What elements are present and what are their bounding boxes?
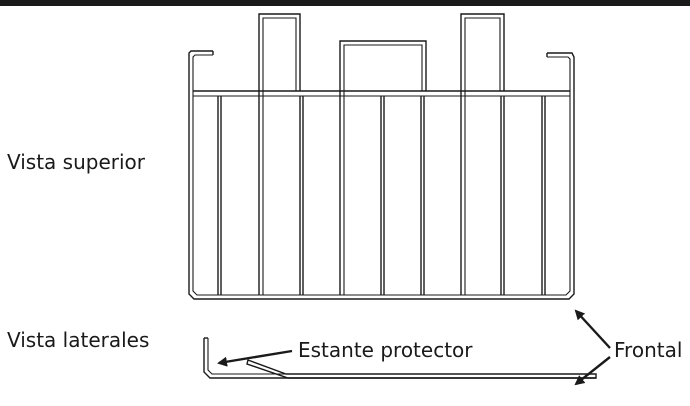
- arrow-to-front-top: [574, 309, 611, 349]
- shelf-loop-middle: [339, 40, 427, 295]
- side-view-shelf-bar: [246, 359, 597, 379]
- shelf-loop-right: [460, 13, 505, 295]
- label-side-view: Vista laterales: [7, 328, 149, 352]
- label-top-view: Vista superior: [7, 150, 146, 174]
- shelf-vertical-wires: [217, 96, 546, 295]
- shelf-outer-frame: [188, 50, 575, 300]
- label-front: Frontal: [614, 338, 682, 362]
- shelf-loop-left: [258, 13, 301, 295]
- side-view-shelf: [203, 337, 597, 379]
- arrow-to-guard: [217, 349, 293, 367]
- arrow-to-front-side: [574, 356, 611, 386]
- top-view-wire-shelf: [188, 13, 575, 300]
- label-shelf: Estante protector: [298, 338, 473, 362]
